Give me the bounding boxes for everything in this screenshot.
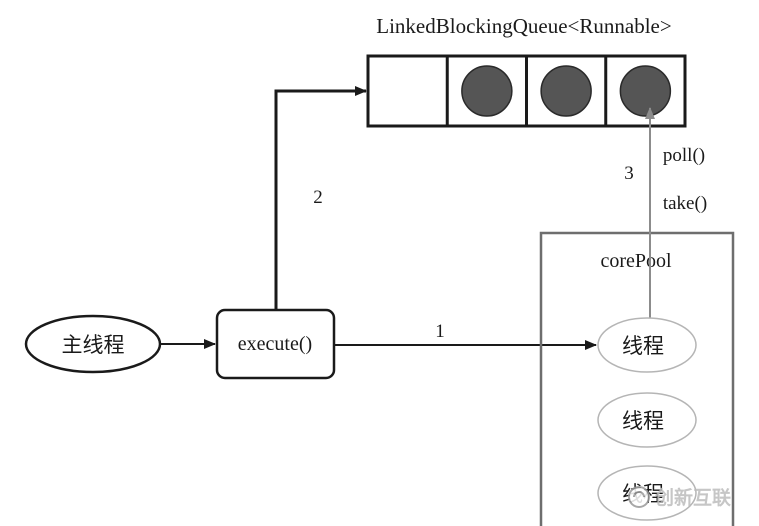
thread-node: 线程 xyxy=(597,392,697,448)
thread-label: 线程 xyxy=(622,409,664,433)
arrow-1-label: 1 xyxy=(435,321,445,342)
queue-task-item xyxy=(540,65,592,117)
core-pool-border xyxy=(539,231,735,526)
execute-node: execute() xyxy=(215,308,336,380)
core-pool: corePool xyxy=(539,231,735,526)
queue-title: LinkedBlockingQueue<Runnable> xyxy=(376,14,671,38)
watermark: 创新互联 xyxy=(628,486,731,509)
queue-task-item xyxy=(619,65,672,117)
execute-label: execute() xyxy=(238,333,312,355)
arrow-3-label: 3 xyxy=(624,163,634,184)
watermark-text: 创新互联 xyxy=(654,486,731,509)
arrow-2-label: 2 xyxy=(313,187,323,208)
main-thread-label: 主线程 xyxy=(62,333,125,357)
take-label: take() xyxy=(663,193,707,214)
watermark-logo-icon xyxy=(628,486,650,508)
poll-label: poll() xyxy=(663,145,705,166)
arrow-execute-to-queue xyxy=(274,86,367,310)
queue xyxy=(366,54,687,128)
main-thread-node: 主线程 xyxy=(24,314,162,374)
thread-node: 线程 xyxy=(597,317,697,373)
core-pool-title: corePool xyxy=(600,250,672,272)
thread-label: 线程 xyxy=(622,334,664,358)
queue-task-item xyxy=(461,65,513,117)
